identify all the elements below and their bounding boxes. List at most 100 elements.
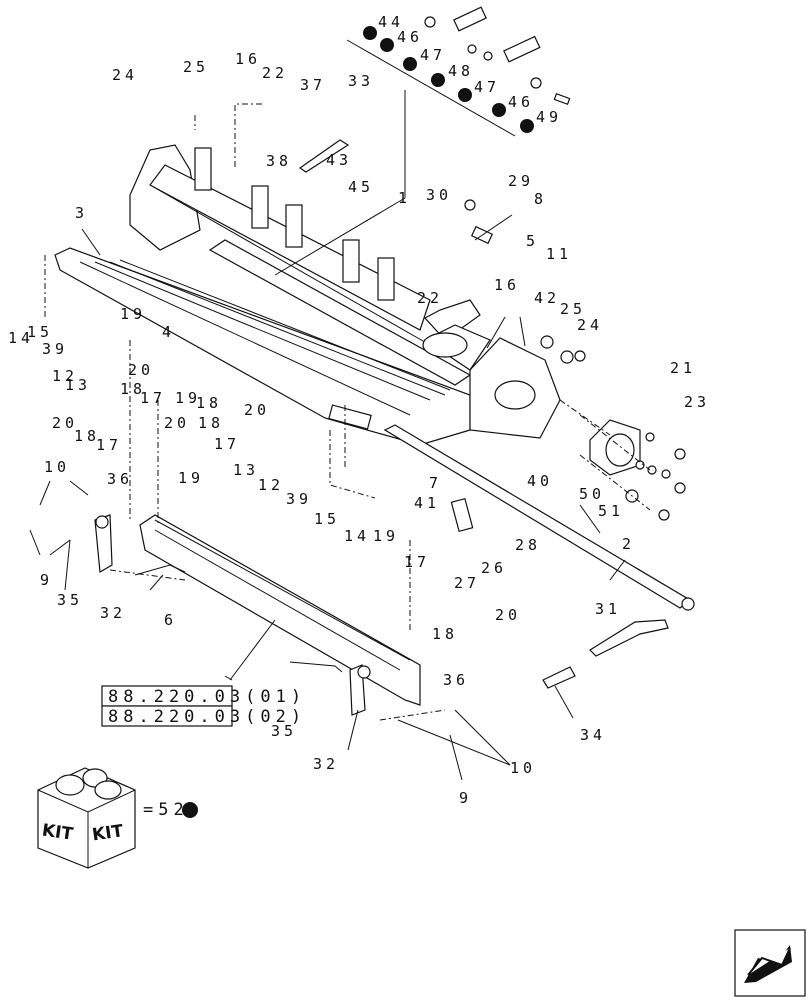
lower-comb bbox=[94, 514, 421, 716]
callout-label: 20 bbox=[244, 401, 270, 419]
callout-label: 12 bbox=[52, 367, 78, 385]
callout-label: 39 bbox=[42, 340, 68, 358]
callout-label: 13 bbox=[233, 461, 259, 479]
drive-plates bbox=[424, 6, 571, 105]
callout-label: 41 bbox=[414, 494, 440, 512]
callout-label: 19 bbox=[120, 305, 146, 323]
kit-dot bbox=[520, 119, 534, 133]
callout-label: 50 bbox=[579, 485, 605, 503]
kit-dot bbox=[182, 802, 198, 818]
callout-label: 26 bbox=[481, 559, 507, 577]
kit-equation: =52 bbox=[143, 800, 189, 820]
kit-dot bbox=[363, 26, 377, 40]
callout-label: 15 bbox=[314, 510, 340, 528]
callout-label: 32 bbox=[313, 755, 339, 773]
callout-label: 20 bbox=[495, 606, 521, 624]
reference-label: 88.220.03(01) bbox=[108, 687, 306, 707]
callout-label: 10 bbox=[44, 458, 70, 476]
callout-label: 14 bbox=[8, 329, 34, 347]
callout-label: 9 bbox=[40, 571, 53, 589]
callout-label: 38 bbox=[266, 152, 292, 170]
callout-label: 40 bbox=[527, 472, 553, 490]
callout-label: 17 bbox=[96, 436, 122, 454]
callout-label: 21 bbox=[670, 359, 696, 377]
callout-label: 33 bbox=[348, 72, 374, 90]
callout-label: 49 bbox=[536, 108, 562, 126]
next-page-arrow-icon[interactable] bbox=[734, 929, 806, 997]
callout-label: 48 bbox=[448, 62, 474, 80]
kit-dot bbox=[492, 103, 506, 117]
callout-label: 46 bbox=[508, 93, 534, 111]
kit-marker-dots bbox=[346, 26, 534, 137]
callout-label: 18 bbox=[196, 394, 222, 412]
kit-dot bbox=[431, 73, 445, 87]
callout-label: 17 bbox=[404, 553, 430, 571]
callout-label: 12 bbox=[258, 476, 284, 494]
callout-leaders bbox=[29, 90, 626, 781]
callout-label: 35 bbox=[57, 591, 83, 609]
callout-label: 16 bbox=[494, 276, 520, 294]
callout-label: 24 bbox=[112, 66, 138, 84]
callout-label: 15 bbox=[27, 323, 53, 341]
callout-label: 36 bbox=[443, 671, 469, 689]
callout-label: 6 bbox=[164, 611, 177, 629]
drive-side bbox=[383, 199, 695, 689]
callout-label: 20 bbox=[128, 361, 154, 379]
callout-label: 20 bbox=[164, 414, 190, 432]
kit-dot bbox=[403, 57, 417, 71]
callout-label: 11 bbox=[546, 245, 572, 263]
callout-label: 1 bbox=[398, 189, 411, 207]
callout-label: 46 bbox=[397, 28, 423, 46]
callout-label: 17 bbox=[214, 435, 240, 453]
callout-label: 43 bbox=[326, 151, 352, 169]
kit-dot bbox=[458, 88, 472, 102]
callout-label: 25 bbox=[183, 58, 209, 76]
callout-label: 4 bbox=[162, 323, 175, 341]
callout-label: 5 bbox=[526, 232, 539, 250]
callout-label: 30 bbox=[426, 186, 452, 204]
rotor-assembly bbox=[129, 139, 481, 346]
callout-label: 24 bbox=[577, 316, 603, 334]
callout-label: 36 bbox=[107, 470, 133, 488]
callout-label: 3 bbox=[75, 204, 88, 222]
callout-label: 31 bbox=[595, 600, 621, 618]
callout-label: 18 bbox=[74, 427, 100, 445]
kit-box-icon: KIT KIT =52 bbox=[37, 767, 198, 869]
callout-label: 7 bbox=[429, 474, 442, 492]
assembly-leaders bbox=[44, 103, 651, 721]
callout-label: 44 bbox=[378, 13, 404, 31]
callout-label: 35 bbox=[271, 722, 297, 740]
callout-label: 20 bbox=[52, 414, 78, 432]
callout-label: 37 bbox=[300, 76, 326, 94]
callout-label: 14 bbox=[344, 527, 370, 545]
callout-label: 51 bbox=[598, 502, 624, 520]
callout-label: 19 bbox=[178, 469, 204, 487]
callout-label: 13 bbox=[65, 376, 91, 394]
callout-label: 18 bbox=[120, 380, 146, 398]
callout-label: 32 bbox=[100, 604, 126, 622]
callout-label: 18 bbox=[432, 625, 458, 643]
callout-label: 45 bbox=[348, 178, 374, 196]
callout-label: 9 bbox=[459, 789, 472, 807]
callout-label: 19 bbox=[373, 527, 399, 545]
callout-label: 29 bbox=[508, 172, 534, 190]
callout-label: 39 bbox=[286, 490, 312, 508]
kit-label-right: KIT bbox=[91, 821, 125, 845]
callout-label: 25 bbox=[560, 300, 586, 318]
callout-label: 47 bbox=[474, 78, 500, 96]
callout-label: 47 bbox=[420, 46, 446, 64]
reference-boxes: 88.220.03(01) 88.220.03(02) bbox=[101, 685, 306, 727]
callout-label: 34 bbox=[580, 726, 606, 744]
callout-label: 22 bbox=[417, 289, 443, 307]
concave-grate bbox=[54, 239, 472, 446]
callout-label: 17 bbox=[140, 389, 166, 407]
callout-label: 18 bbox=[198, 414, 224, 432]
callout-label: 23 bbox=[684, 393, 710, 411]
callout-labels: 44 46 47 48 47 46 49 24 25 16 22 37 33 3… bbox=[8, 13, 710, 807]
callout-label: 42 bbox=[534, 289, 560, 307]
callout-label: 27 bbox=[454, 574, 480, 592]
kit-label-left: KIT bbox=[41, 821, 75, 845]
callout-label: 2 bbox=[622, 535, 635, 553]
callout-label: 22 bbox=[262, 64, 288, 82]
